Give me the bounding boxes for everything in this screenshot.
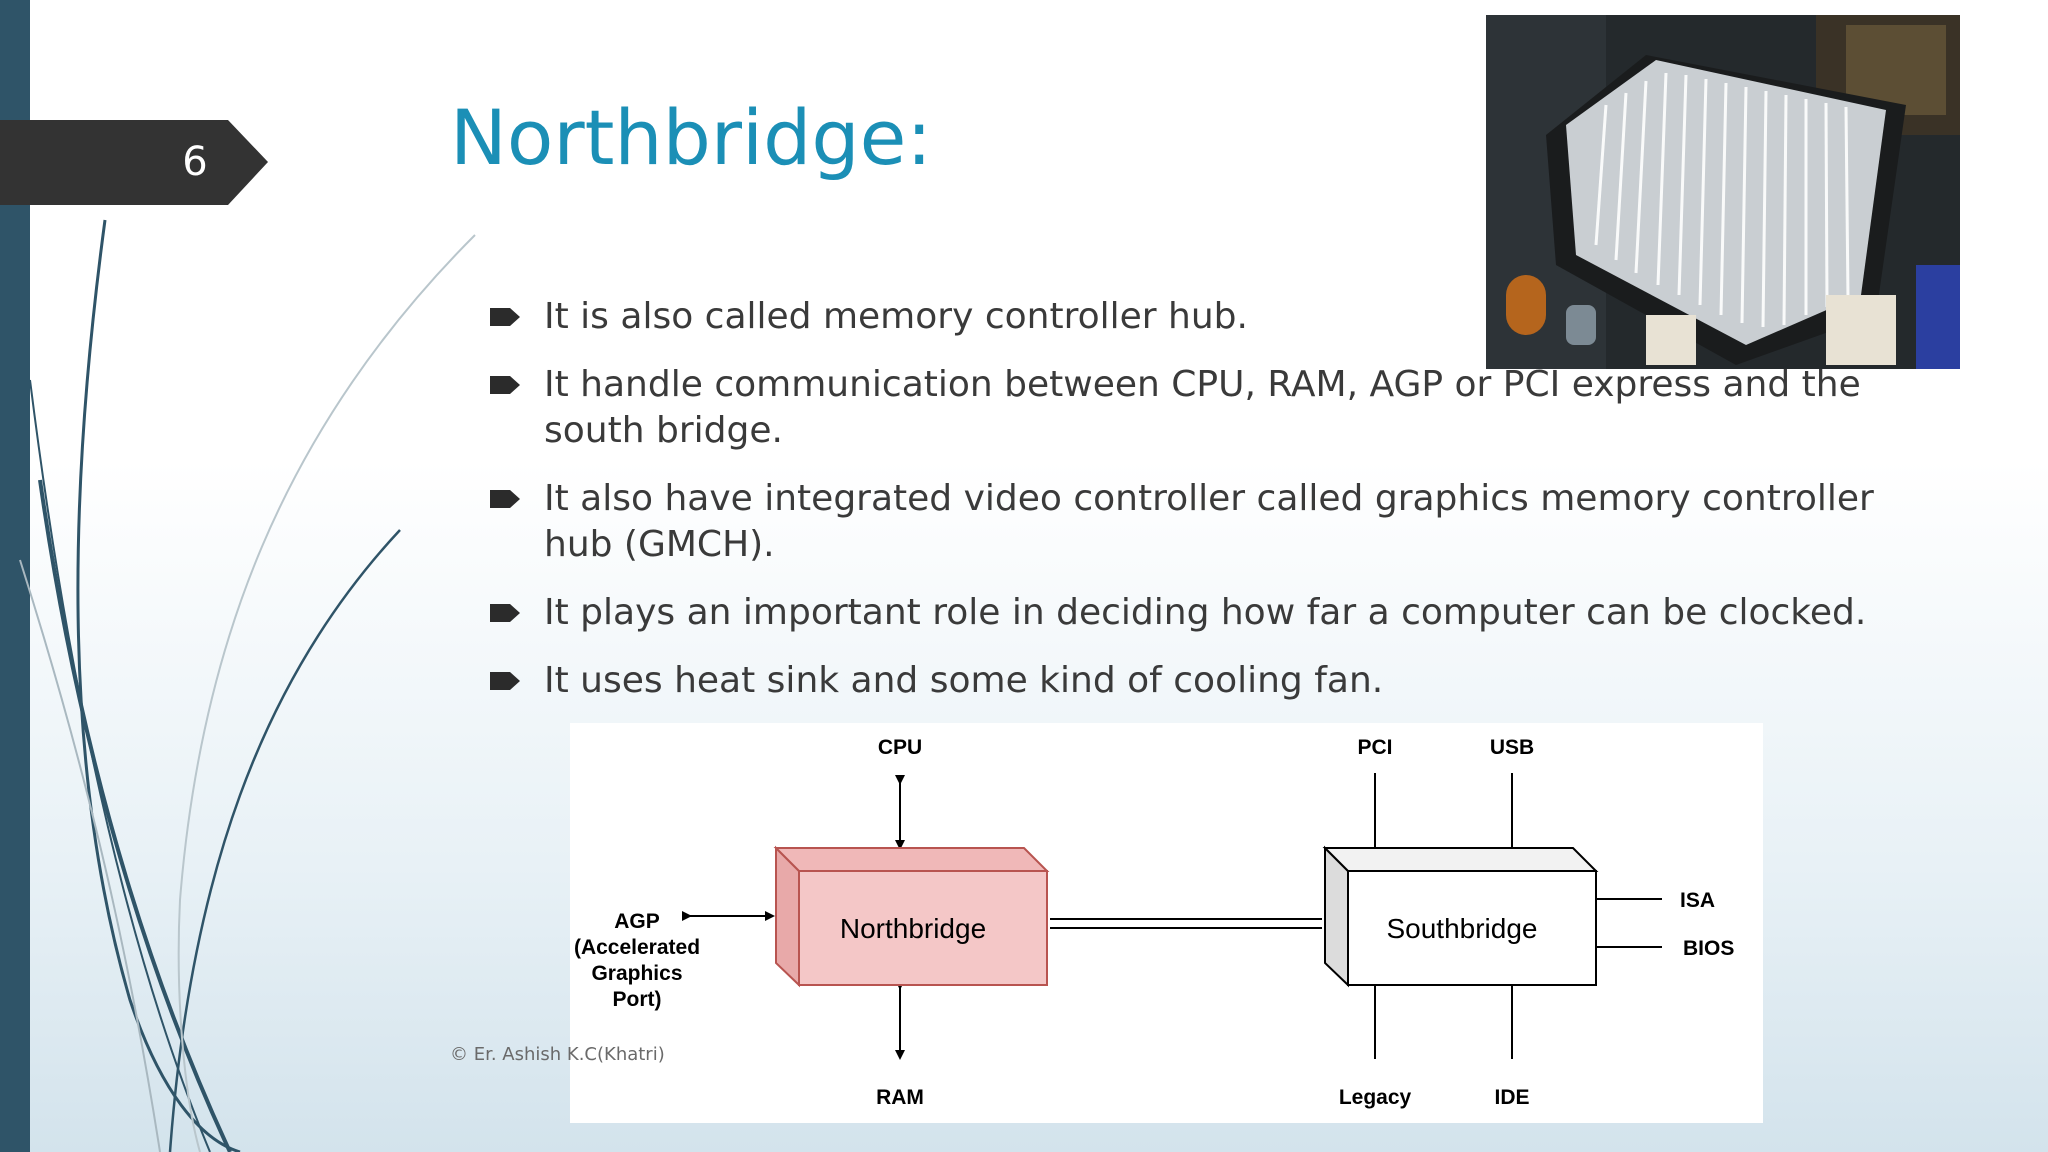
bullet-item: It uses heat sink and some kind of cooli…	[490, 658, 1910, 704]
agp-label-line: AGP	[614, 910, 660, 933]
agp-label-line: Port)	[613, 988, 662, 1011]
northbridge-heatsink-photo	[1486, 15, 1960, 369]
southbridge-block: Southbridge	[1322, 845, 1599, 988]
legacy-label: Legacy	[1339, 1086, 1412, 1109]
arrow-bullet-icon	[490, 376, 520, 394]
bullet-text: It is also called memory controller hub.	[544, 296, 1248, 337]
arrow-bullet-icon	[490, 672, 520, 690]
usb-label: USB	[1490, 736, 1534, 759]
bullet-text: It also have integrated video controller…	[544, 478, 1874, 565]
bios-label: BIOS	[1683, 937, 1734, 960]
decorative-curves	[19, 219, 476, 1152]
arrow-bullet-icon	[490, 490, 520, 508]
ide-label: IDE	[1494, 1086, 1529, 1109]
slide-title: Northbridge:	[450, 93, 933, 182]
bullet-list: It is also called memory controller hub.…	[490, 294, 1910, 726]
northbridge-label: Northbridge	[840, 913, 986, 944]
isa-label: ISA	[1680, 889, 1715, 912]
pci-label: PCI	[1357, 736, 1392, 759]
bullet-item: It also have integrated video controller…	[490, 476, 1910, 568]
southbridge-label: Southbridge	[1386, 913, 1537, 944]
bullet-item: It handle communication between CPU, RAM…	[490, 362, 1910, 454]
slide-number-tab	[0, 120, 268, 205]
agp-label-line: Graphics	[591, 962, 682, 985]
bullet-text: It handle communication between CPU, RAM…	[544, 364, 1861, 451]
northbridge-block: Northbridge	[773, 845, 1050, 988]
agp-label-line: (Accelerated	[574, 936, 700, 959]
bullet-text: It uses heat sink and some kind of cooli…	[544, 660, 1384, 701]
footer-copyright: © Er. Ashish K.C(Khatri)	[450, 1044, 665, 1065]
chipset-diagram: Northbridge Southbridge CPU RAM PCI USB …	[570, 723, 1763, 1123]
ram-label: RAM	[876, 1086, 924, 1109]
arrow-bullet-icon	[490, 308, 520, 326]
bullet-text: It plays an important role in deciding h…	[544, 592, 1867, 633]
bullet-item: It is also called memory controller hub.	[490, 294, 1910, 340]
slide-number: 6	[182, 139, 208, 185]
arrow-bullet-icon	[490, 604, 520, 622]
bullet-item: It plays an important role in deciding h…	[490, 590, 1910, 636]
cpu-label: CPU	[878, 736, 922, 759]
